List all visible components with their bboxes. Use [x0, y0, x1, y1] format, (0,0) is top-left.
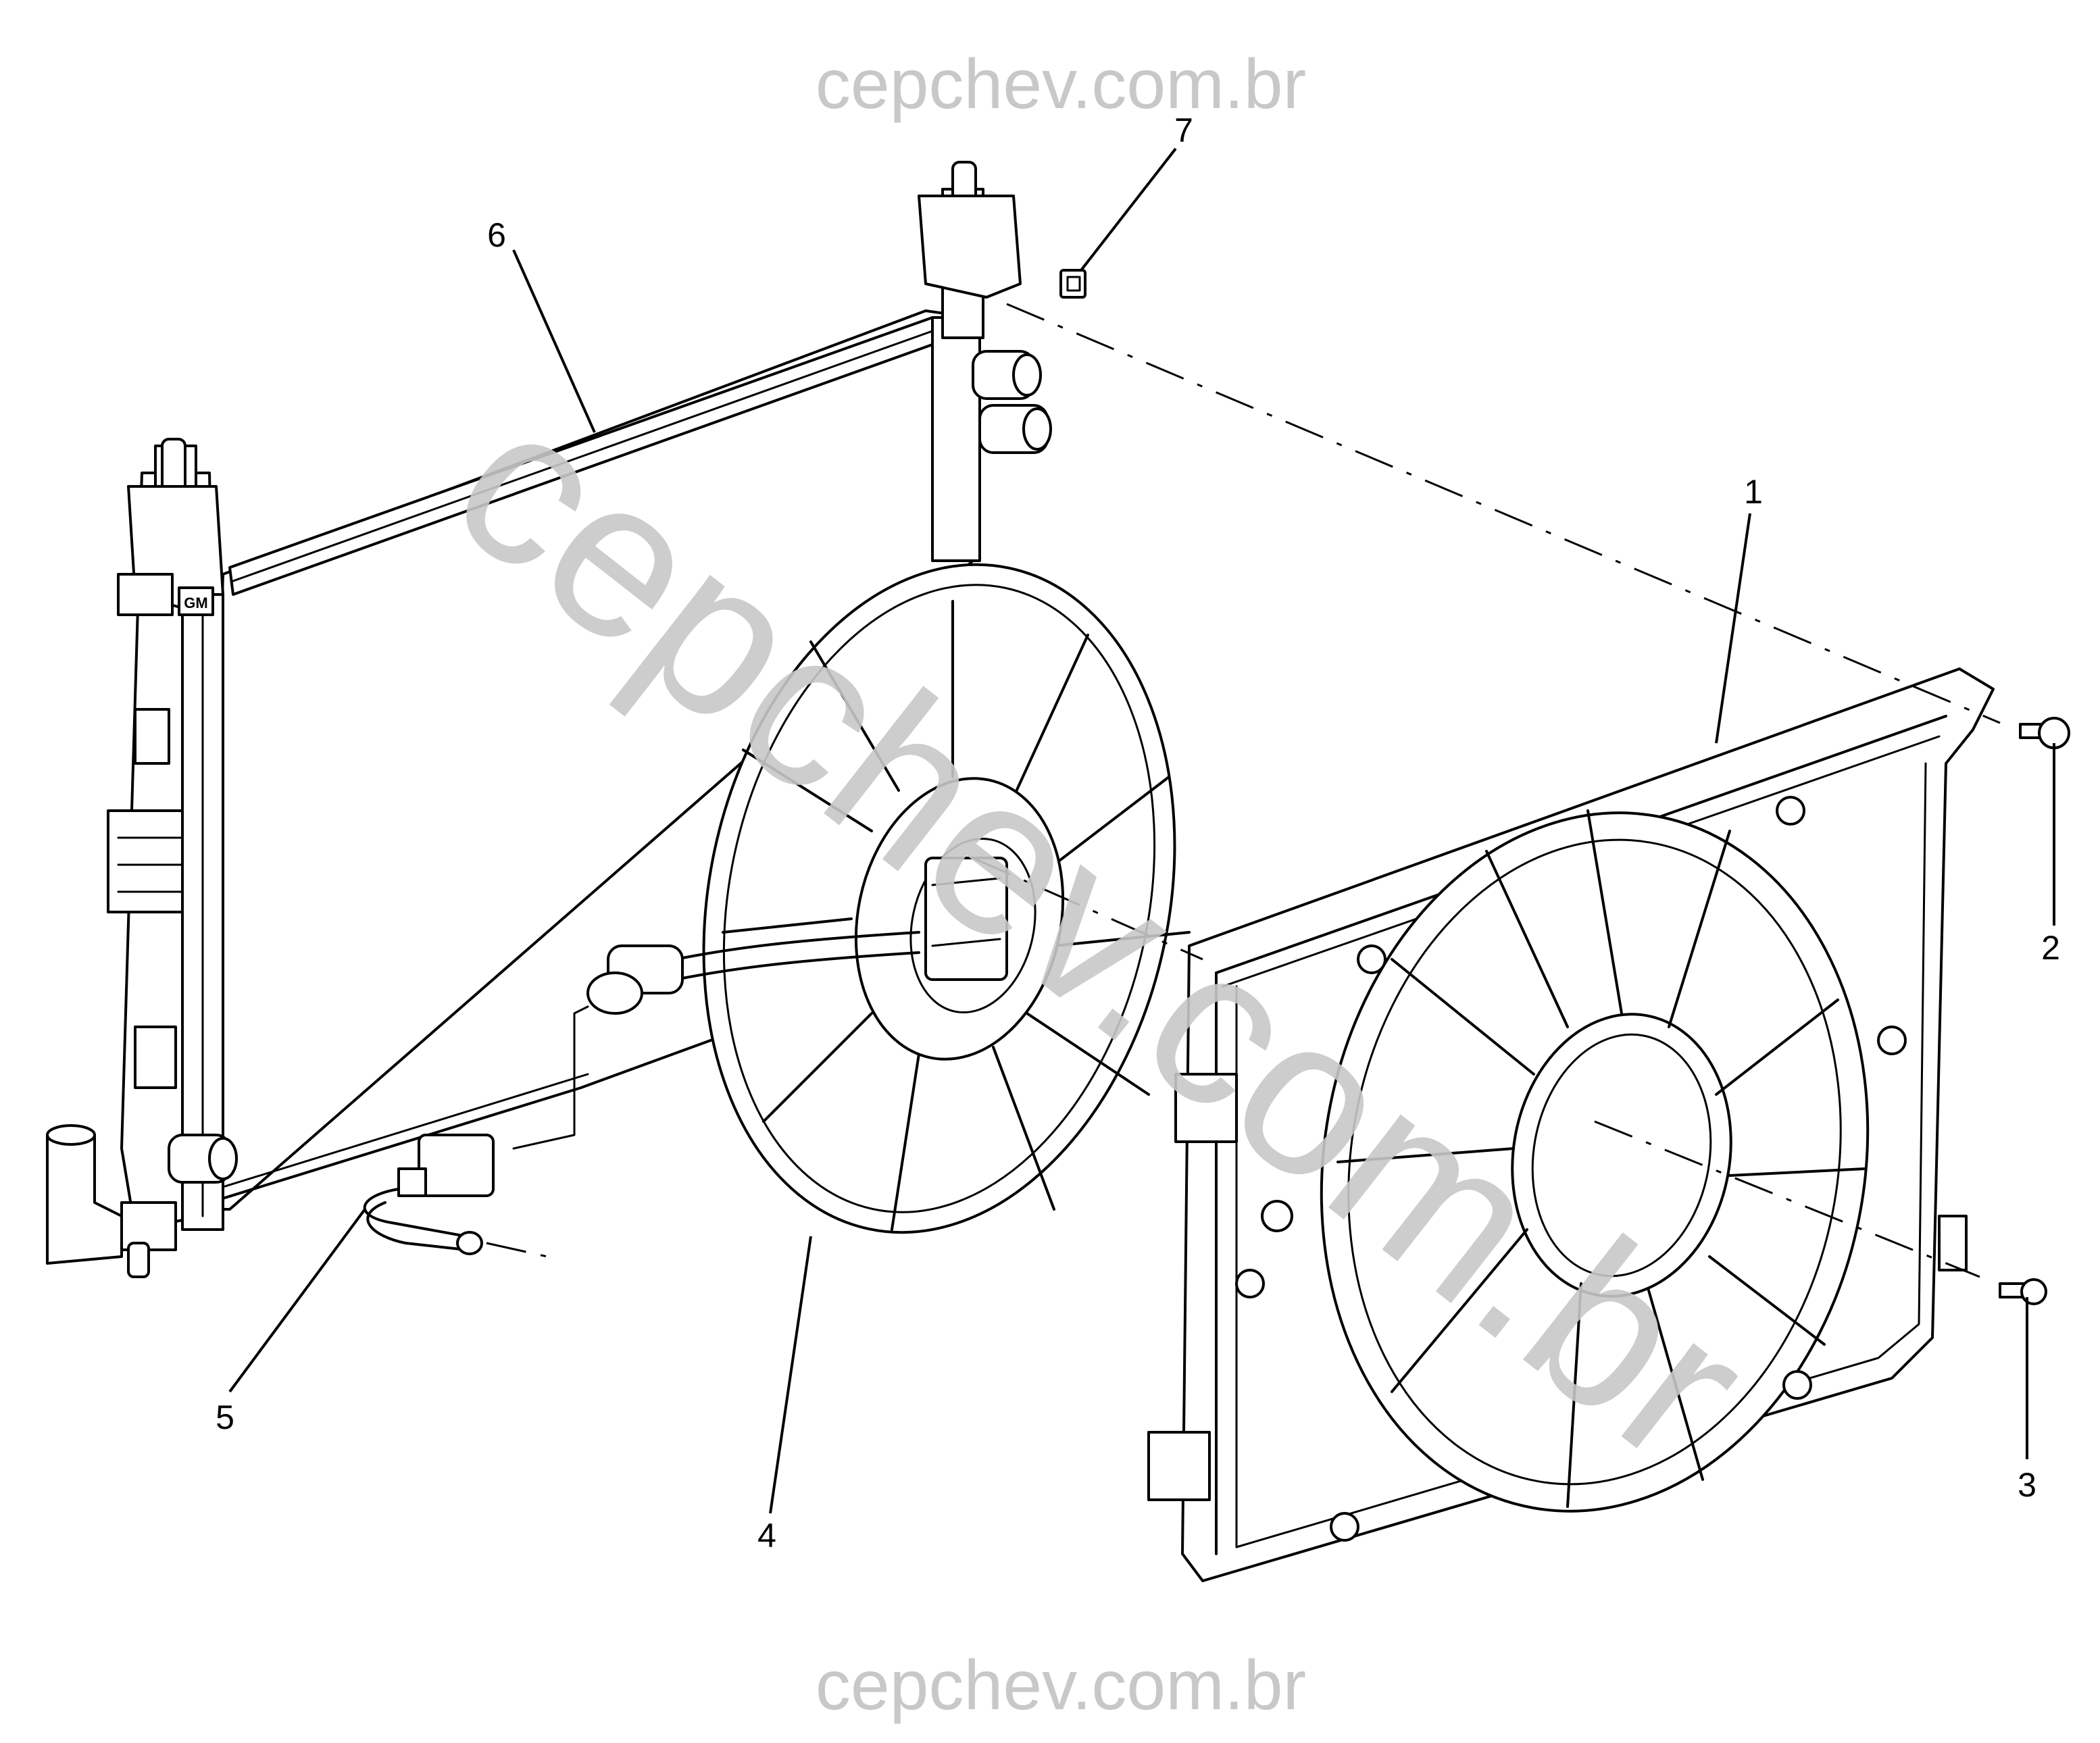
- harness-connector: [363, 1134, 548, 1258]
- radiator: GM: [46, 161, 1052, 1278]
- callout-6: 6: [487, 216, 506, 254]
- bolt-2: [2019, 717, 2070, 749]
- callout-4: 4: [757, 1517, 776, 1555]
- fan-shroud: [1147, 667, 1995, 1582]
- leader-5: [228, 1208, 366, 1393]
- watermark-top: cepchev.com.br: [816, 45, 1306, 124]
- leader-4: [769, 1236, 812, 1514]
- callout-5: 5: [216, 1398, 234, 1436]
- leader-6: [512, 249, 596, 433]
- callout-3: 3: [2018, 1466, 2036, 1504]
- leader-1: [1715, 513, 1751, 744]
- nut-7: [1059, 269, 1086, 299]
- watermark-bottom: cepchev.com.br: [816, 1646, 1306, 1725]
- leader-7: [1080, 147, 1177, 272]
- callout-1: 1: [1744, 473, 1763, 511]
- callout-labels: 1 2 3 4 5 6 7: [216, 111, 2060, 1555]
- fan-assembly: [512, 563, 1191, 1234]
- radiator-logo: GM: [184, 595, 207, 611]
- bolt-3: [1999, 1278, 2047, 1305]
- alignment-centerlines: [972, 303, 2001, 1278]
- callout-7: 7: [1174, 111, 1193, 149]
- callout-2: 2: [2041, 929, 2060, 967]
- leader-lines: [228, 147, 2055, 1514]
